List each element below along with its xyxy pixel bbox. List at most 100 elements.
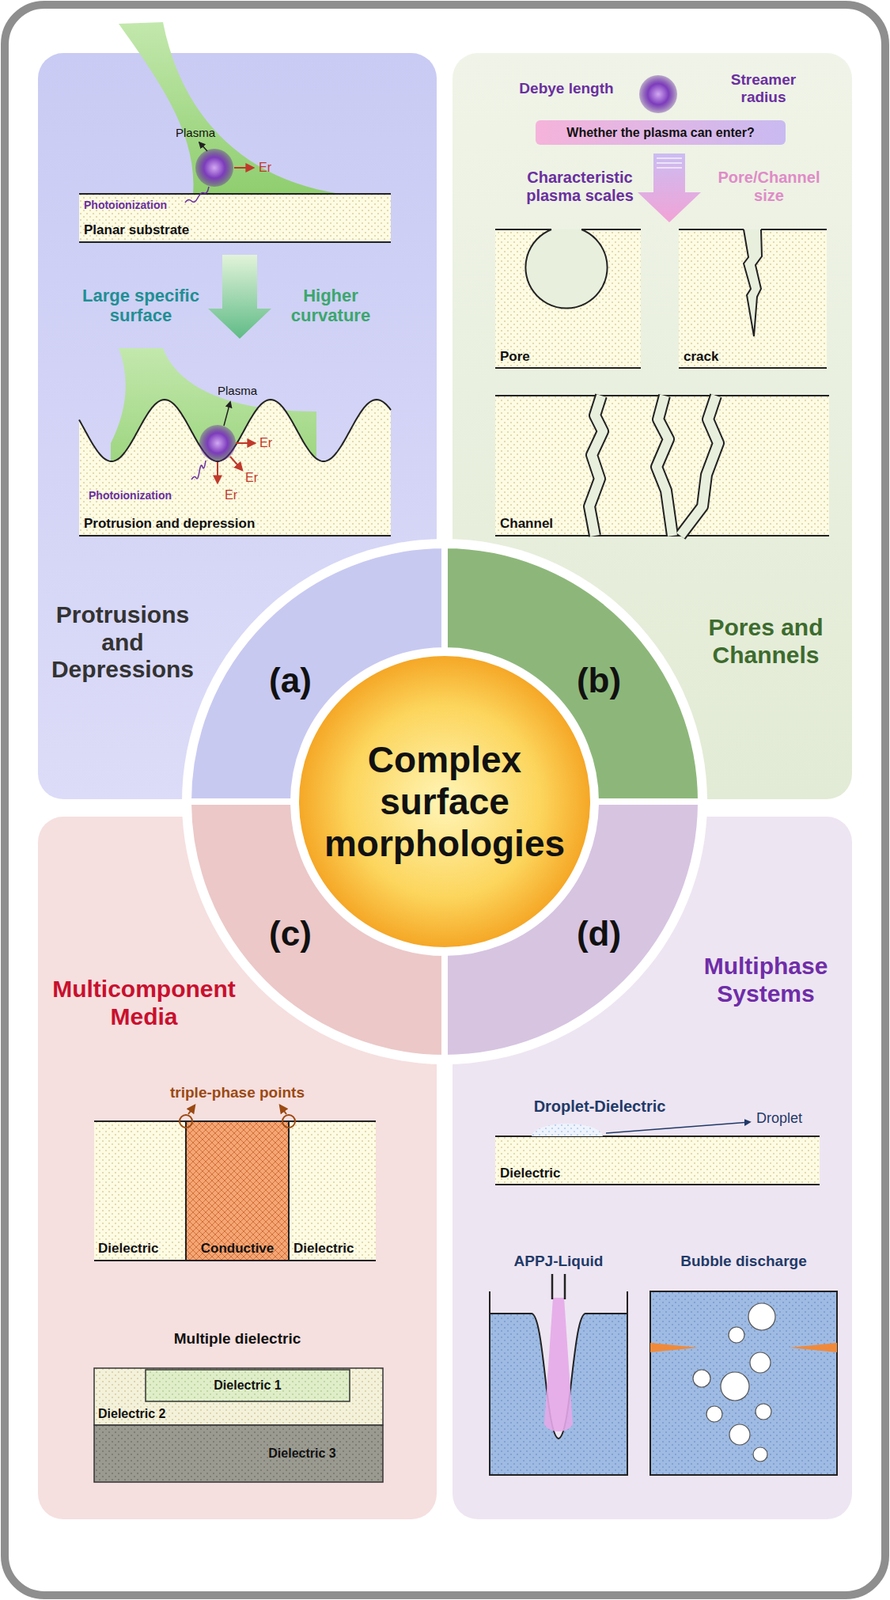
node-text: (a) <box>268 660 312 701</box>
panel: Pores and Channels Whether the plasma can… <box>452 53 853 800</box>
node-text: Dielectric <box>499 1165 561 1182</box>
channel-void <box>656 395 673 536</box>
node-text: Planar substrate <box>83 222 190 239</box>
pore-shape <box>525 229 607 309</box>
leader-line <box>223 401 231 426</box>
container <box>650 1291 837 1475</box>
node-text: (c) <box>268 913 312 955</box>
center-circle: Complex surface morphologies <box>293 650 596 953</box>
droplet <box>531 1123 603 1137</box>
bubble <box>755 1403 772 1420</box>
material-box: crack <box>678 229 827 368</box>
dielectric-layer <box>94 1424 383 1482</box>
plasma-ball <box>199 424 236 462</box>
leader-line <box>280 1105 287 1114</box>
material-block <box>495 229 641 368</box>
block-arrow <box>637 153 701 223</box>
container <box>489 1291 628 1475</box>
label-text: Large specific surface <box>69 285 213 326</box>
leader-line <box>188 1105 195 1114</box>
plasma-ball <box>195 148 234 187</box>
node-text: Pore <box>499 348 531 365</box>
bubble <box>753 1446 768 1462</box>
panel: Multicomponent MediaDielectric Conductive… <box>37 816 437 1519</box>
leader-line <box>199 142 208 152</box>
label-text: Droplet <box>756 1109 803 1127</box>
bubble <box>748 1302 776 1330</box>
node-text: (b) <box>576 660 622 701</box>
label-text: Streamer radius <box>712 71 815 107</box>
arrow-stripes <box>656 158 682 168</box>
node-text: (d) <box>576 913 622 955</box>
channel-void <box>680 395 719 536</box>
node-text: Dielectric <box>98 1240 160 1257</box>
plasma-plume <box>118 22 341 194</box>
substrate <box>79 193 391 243</box>
material-box: Channel <box>495 395 830 536</box>
triple-point-ring <box>282 1114 296 1128</box>
dielectric-block <box>94 1121 186 1261</box>
label-text: Plasma <box>217 383 258 398</box>
conductive-box: Conductive <box>185 1121 289 1261</box>
ring-quadrant: (a) <box>250 648 330 712</box>
label-text: Pore/Channel size <box>705 168 833 205</box>
node-text: Channel <box>499 515 553 532</box>
channel-void <box>589 395 603 536</box>
dielectric-layer: Dielectric 2Dielectric 1 <box>94 1367 383 1425</box>
channel-wall <box>589 395 603 536</box>
dielectric-box: Dielectric <box>94 1121 186 1261</box>
center-ring <box>181 538 708 1065</box>
label-text: Droplet-Dielectric <box>534 1097 667 1116</box>
label-text: Er <box>258 160 272 175</box>
ring-quadrant: (c) <box>250 901 330 966</box>
wavy-surface <box>79 399 391 462</box>
bubble <box>749 1352 771 1373</box>
block-edge <box>495 1136 820 1185</box>
core-circle <box>296 653 593 950</box>
panel: Multiphase SystemsDielectricAPPJ-LiquidB… <box>452 816 853 1519</box>
field-arrow <box>216 462 219 483</box>
outer-frame <box>4 4 886 1595</box>
question-bar: Whether the plasma can enter? <box>535 120 786 145</box>
ring-quadrant: (d) <box>559 901 639 966</box>
dielectric-inset <box>145 1369 350 1402</box>
node-text: Dielectric 3 <box>268 1446 336 1461</box>
node-text: Dielectric 1 <box>213 1378 281 1393</box>
node-text: APPJ-Liquid <box>514 1252 604 1270</box>
crack-shape <box>743 229 762 337</box>
dielectric-inset: Dielectric 1 <box>145 1369 350 1402</box>
node-text: crack <box>683 348 719 365</box>
material-block <box>495 395 830 536</box>
bubble <box>706 1405 723 1422</box>
leader-line <box>605 1121 750 1133</box>
label-text: triple-phase points <box>170 1083 305 1102</box>
label-text: Plasma <box>175 125 216 140</box>
bubble <box>693 1369 711 1387</box>
node-text: Whether the plasma can enter? <box>566 125 754 141</box>
triple-point-ring <box>179 1114 193 1128</box>
substrate-edge <box>79 193 391 243</box>
dielectric-block <box>288 1121 376 1261</box>
label-text: Debye length <box>518 79 614 98</box>
bubble <box>720 1371 750 1401</box>
label-text: Er <box>245 470 258 485</box>
node-text: Multicomponent Media <box>41 975 247 1031</box>
block-edge <box>495 395 830 536</box>
material-block <box>678 229 827 368</box>
node-text: Bubble discharge <box>680 1252 807 1270</box>
block-edge <box>678 229 827 368</box>
block-arrow <box>208 254 272 339</box>
bubble <box>729 1424 750 1445</box>
electrode <box>789 1342 837 1353</box>
question-bar <box>535 120 786 145</box>
block-edge <box>94 1121 376 1261</box>
field-arrow <box>235 442 255 444</box>
label-text: Er <box>224 488 238 503</box>
node-text: Pores and Channels <box>686 613 845 669</box>
material-box: Pore <box>495 229 641 368</box>
substrate-edge <box>79 534 391 537</box>
substrate-box: Protrusion and depression <box>79 348 391 536</box>
panel: Protrusions and DepressionsPlanar substr… <box>37 53 437 800</box>
dielectric-box: Dielectric <box>495 1136 820 1185</box>
container-box: Bubble discharge <box>650 1249 837 1475</box>
